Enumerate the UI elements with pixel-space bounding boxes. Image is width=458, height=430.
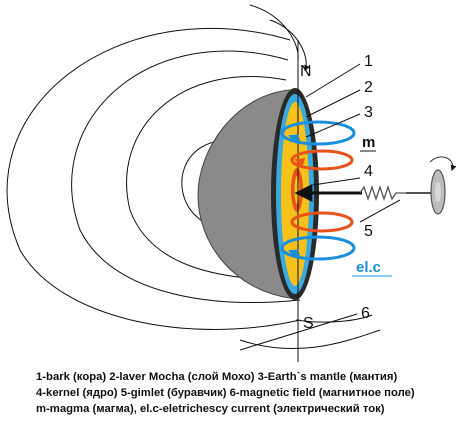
earth-dynamo-diagram: N S 1 2 3 m 4 5 el.c 6 (6, 4, 457, 362)
magnetic-field-lines (6, 4, 381, 350)
label-magma: m (362, 134, 375, 151)
caption-line-1: 1-bark (кора) 2-laver Mocha (слой Мохо) … (36, 371, 398, 383)
south-pole-label: S (303, 315, 314, 332)
label-mantle: 3 (364, 104, 373, 121)
label-moho: 2 (364, 79, 373, 96)
label-leaders (239, 63, 401, 351)
north-pole-label: N (300, 63, 312, 80)
magma-loops (290, 149, 354, 233)
current-loops (280, 120, 356, 261)
label-bark: 1 (364, 53, 373, 70)
gimlet-icon (359, 156, 457, 215)
caption-line-3: m-magma (магма), el.c-eletrichescy curre… (36, 403, 385, 415)
label-kernel: 4 (364, 163, 373, 180)
earth-hemisphere (197, 89, 291, 299)
label-gimlet: 5 (364, 223, 373, 240)
label-current: el.c (356, 259, 381, 276)
label-magnetic-field: 6 (361, 305, 370, 322)
caption-line-2: 4-kernel (ядро) 5-gimlet (буравчик) 6-ma… (36, 387, 415, 399)
legend-caption: 1-bark (кора) 2-laver Mocha (слой Мохо) … (36, 369, 456, 417)
